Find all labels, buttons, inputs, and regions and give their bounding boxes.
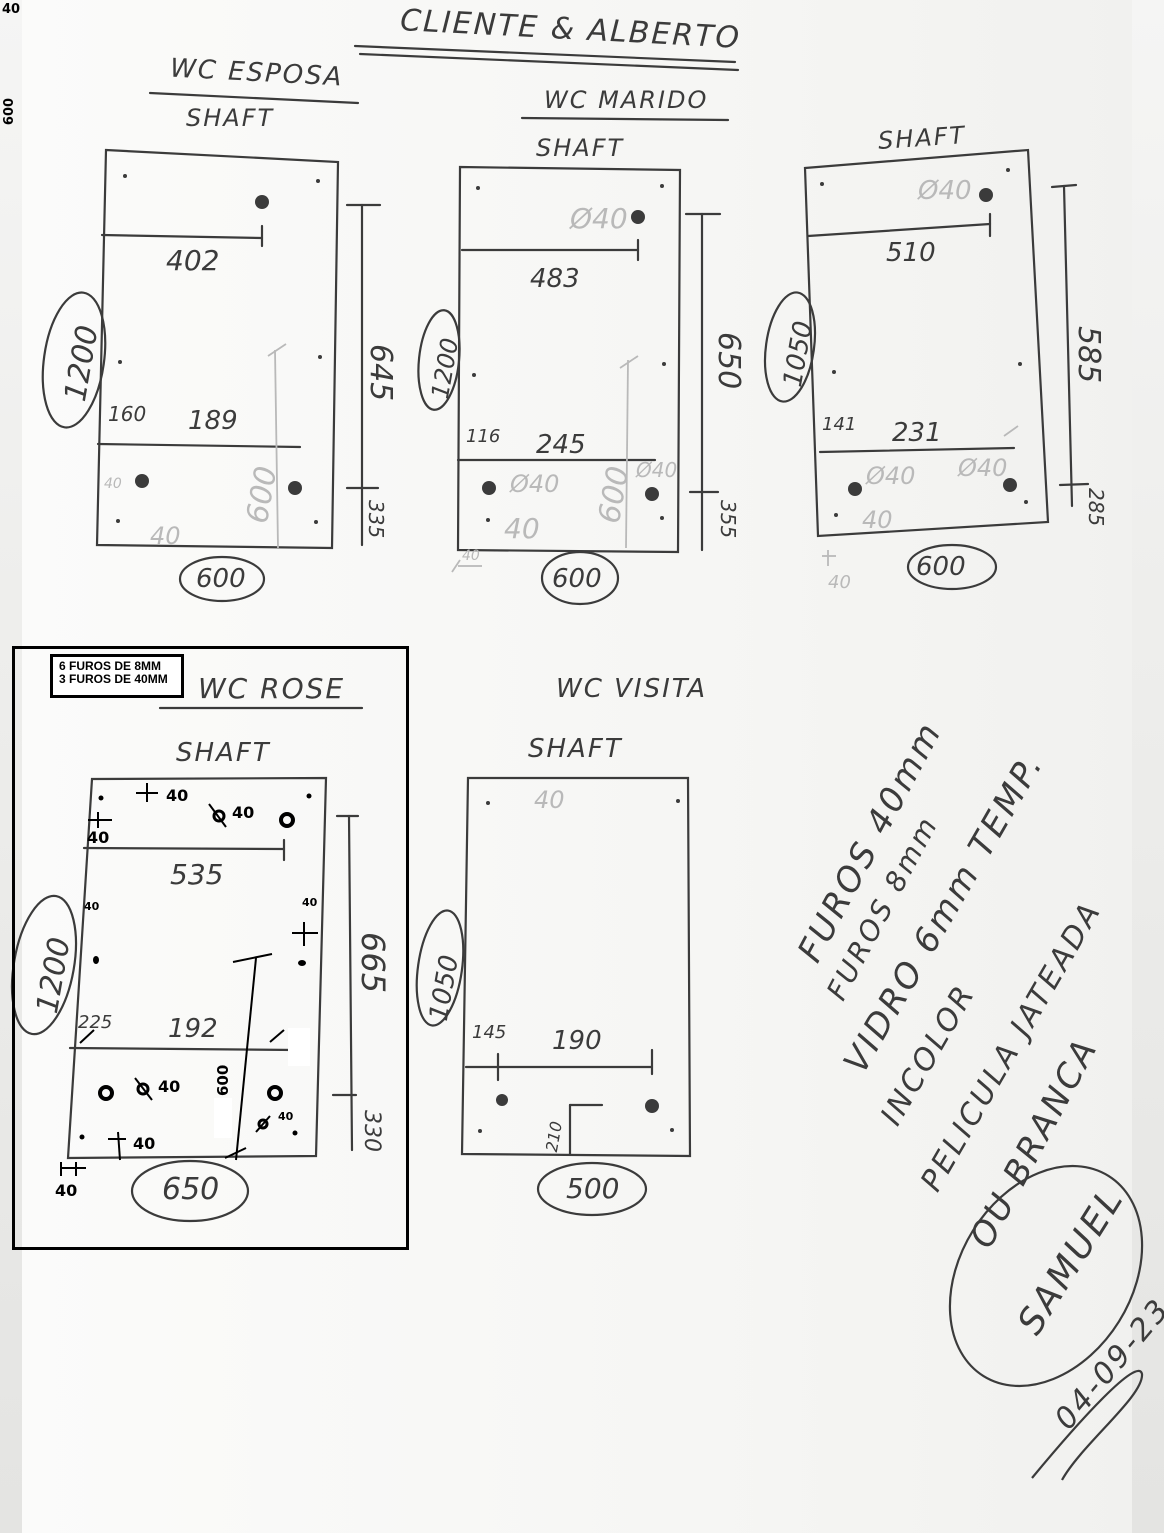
panel-3-lower-span: 231 [892,418,942,448]
panel-5-lower-left: 145 [472,1022,507,1043]
panel-1-subtitle: SHAFT [186,104,275,132]
panel-2-lower-left: 116 [466,426,501,447]
panel-2-edge-small: 40 [462,548,480,564]
panel-4-mark-left-edge: 40 [87,828,110,847]
panel-2-left-hole-diam: Ø40 [510,470,560,498]
panel-3-top-hole: 510 [886,238,936,268]
panel-3-left-hole-diam: Ø40 [866,462,916,490]
panel-2-label: WC MARIDO [544,86,709,114]
panel-2-subtitle: SHAFT [536,134,625,162]
panel-4-mark-top-hole: 40 [232,803,255,822]
panel-2-width: 600 [552,564,602,594]
panel-5-edge-top: 40 [534,786,565,814]
panel-2-upper-section: 650 [711,332,746,390]
panel-1-lower-span: 189 [188,406,238,436]
panel-4-mark-small-hole: 40 [278,1110,294,1123]
panel-3-edge-bottom: 40 [862,506,893,534]
panel-2-lower-section: 355 [716,500,740,539]
panel-2-lower-span: 245 [536,430,586,460]
panel-4-mark-bottom: 40 [133,1134,156,1153]
panel-4-mark-right-mid: 40 [302,896,318,909]
panel-3-top-hole-diam: Ø40 [918,176,972,206]
panel-1-width: 600 [196,564,246,594]
panel-4-mark-top: 40 [166,786,189,805]
panel-4-white-patch [288,1028,310,1066]
panel-5-lower-span: 190 [552,1026,602,1056]
panel-4-white-patch-2 [214,1098,232,1138]
panel-1-lower-section: 335 [364,500,388,539]
holes-summary-box: 6 FUROS DE 8MM 3 FUROS DE 40MM [50,654,184,698]
panel-2-top-hole: 483 [530,264,580,294]
panel-2-top-hole-diam: Ø40 [570,202,628,235]
panel-1-lower-left: 160 [108,402,147,426]
panel-1-upper-section: 645 [363,344,398,402]
panel-4-mark-lower-hole: 40 [158,1077,181,1096]
panel-4-subtitle: SHAFT [176,738,271,768]
panel-3-lower-section: 285 [1084,488,1108,527]
panel-4-top-hole: 535 [170,858,224,891]
paper-sheet [22,0,1132,1533]
highlight-box-wc-rose [12,646,409,1250]
panel-4-lower-left: 225 [78,1012,113,1033]
panel-5-width: 500 [566,1172,620,1205]
panel-3-upper-section: 585 [1071,326,1106,384]
panel-4-mark-left-mid: 40 [84,900,100,913]
panel-5-subtitle: SHAFT [528,734,623,764]
panel-1-top-hole: 402 [166,244,220,277]
panel-2-edge-bottom: 40 [504,512,540,545]
panel-3-right-hole-diam: Ø40 [958,454,1008,482]
corner-mark-top: 40 [2,2,21,17]
panel-4-mark-corner: 40 [55,1181,78,1200]
panel-3-width: 600 [916,552,966,582]
panel-4-lower-span: 192 [168,1014,218,1044]
panel-3-edge-small: 40 [828,572,851,593]
holes-summary-line-1: 6 FUROS DE 8MM [59,659,162,673]
panel-4-width: 650 [162,1172,220,1207]
panel-4-label: WC ROSE [198,672,346,705]
panel-1-edge-small: 40 [104,476,122,492]
panel-1-edge-bottom: 40 [150,522,181,550]
panel-5-label: WC VISITA [556,674,708,704]
panel-3-lower-left: 141 [822,414,857,435]
holes-summary-line-2: 3 FUROS DE 40MM [59,672,168,686]
panel-2-right-hole-diam: Ø40 [636,458,678,482]
